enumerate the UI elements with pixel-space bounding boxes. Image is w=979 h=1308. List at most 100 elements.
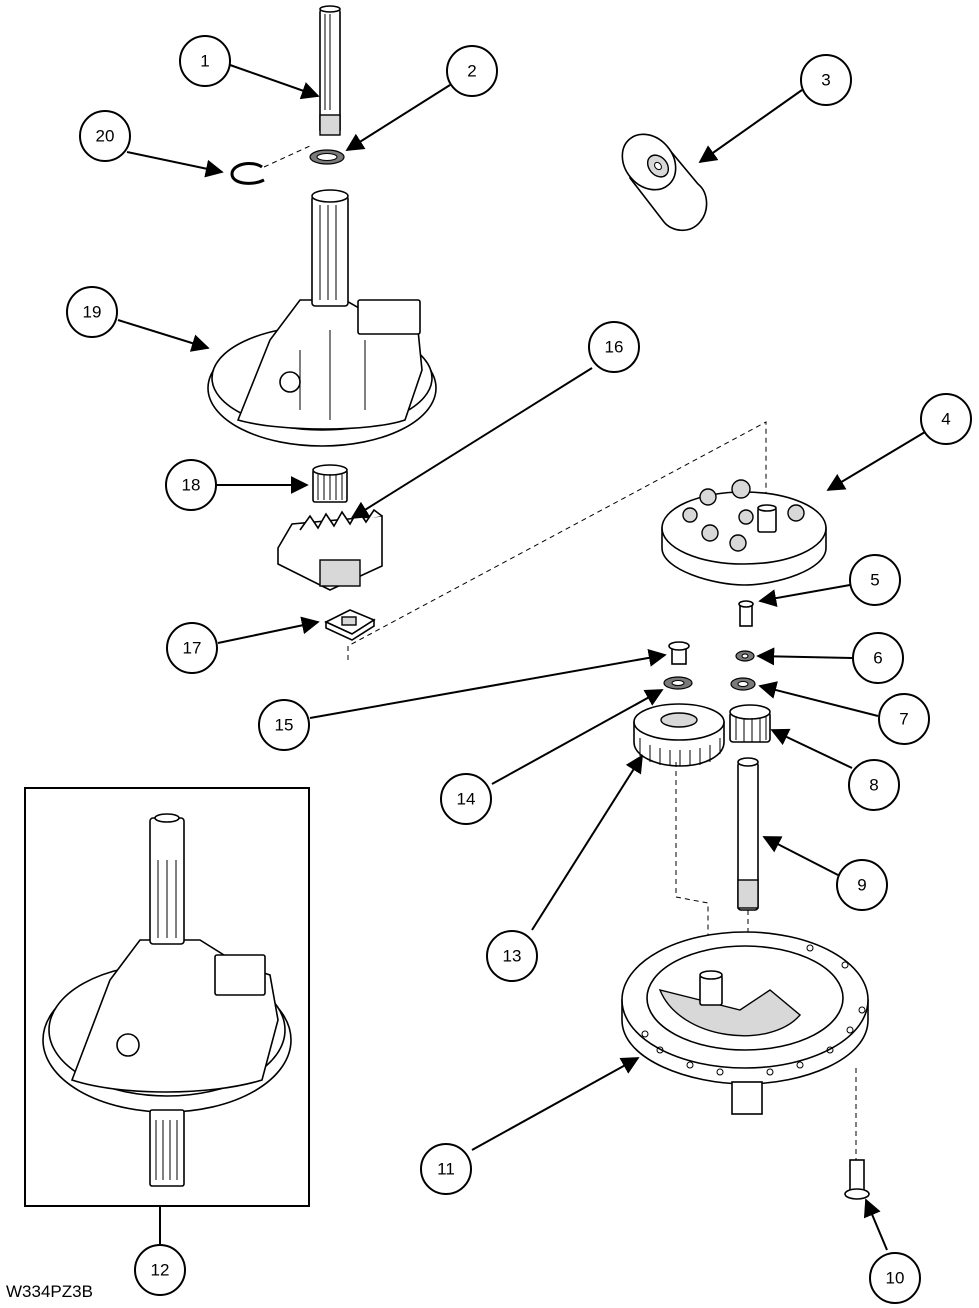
callout-7: 7	[878, 693, 930, 745]
callout-13: 13	[486, 930, 538, 982]
callout-label-1: 1	[200, 52, 209, 71]
callout-circle-17	[166, 622, 218, 674]
leader-line-11	[471, 1057, 640, 1151]
callout-circle-15	[258, 699, 310, 751]
shaft-part-1	[319, 5, 341, 136]
callout-6: 6	[852, 632, 904, 684]
gearcase-housing-part-11	[621, 931, 869, 1115]
drive-shaft-part-9	[737, 757, 759, 911]
callout-17: 17	[166, 622, 218, 674]
leader-line-2	[345, 84, 451, 151]
callout-label-8: 8	[869, 776, 878, 795]
gearcase-cover-part-19	[207, 189, 437, 447]
callout-18: 18	[165, 459, 217, 511]
callout-label-16: 16	[605, 338, 624, 357]
cylinder-part-3	[621, 133, 708, 232]
callout-circle-9	[836, 859, 888, 911]
callout-3: 3	[800, 54, 852, 106]
callout-4: 4	[920, 393, 972, 445]
pinion-gear-part-18	[312, 464, 348, 503]
callout-label-19: 19	[83, 303, 102, 322]
callout-label-17: 17	[183, 639, 202, 658]
callout-label-12: 12	[151, 1261, 170, 1280]
leader-line-3	[698, 89, 803, 164]
leader-line-20	[126, 151, 224, 178]
callout-circle-5	[849, 554, 901, 606]
slide-block-part-17	[324, 609, 376, 641]
leader-line-7	[758, 681, 879, 717]
callout-14: 14	[440, 773, 492, 825]
callout-circle-12	[134, 1244, 186, 1296]
callout-circle-8	[848, 759, 900, 811]
callout-label-10: 10	[886, 1269, 905, 1288]
callout-1: 1	[179, 35, 231, 87]
callout-circle-4	[920, 393, 972, 445]
callout-circle-20	[79, 110, 131, 162]
leader-line-10	[863, 1198, 888, 1251]
callout-label-3: 3	[821, 71, 830, 90]
callout-label-7: 7	[899, 710, 908, 729]
washer-part-14	[663, 676, 693, 690]
callout-circle-2	[446, 45, 498, 97]
callout-circle-7	[878, 693, 930, 745]
callout-15: 15	[258, 699, 310, 751]
callout-label-14: 14	[457, 790, 476, 809]
leader-line-4	[826, 431, 926, 491]
callout-12: 12	[134, 1244, 186, 1296]
leader-line-6	[756, 647, 853, 666]
callout-circle-18	[165, 459, 217, 511]
callout-label-11: 11	[437, 1160, 455, 1179]
leader-line-19	[117, 319, 210, 352]
leader-line-1	[229, 64, 320, 100]
leader-line-13	[531, 754, 643, 931]
callout-circle-11	[420, 1143, 472, 1195]
leader-line-5	[758, 584, 851, 608]
callout-circle-16	[588, 321, 640, 373]
callout-circle-10	[869, 1252, 921, 1304]
pin-part-5	[738, 600, 754, 627]
washer-part-6	[735, 650, 755, 662]
washer-part-2	[309, 149, 345, 165]
screw-part-15	[668, 641, 690, 665]
callout-label-13: 13	[503, 947, 522, 966]
leader-line-9	[762, 836, 839, 876]
callout-label-20: 20	[96, 127, 115, 146]
callout-circle-6	[852, 632, 904, 684]
callout-19: 19	[66, 286, 118, 338]
small-gear-part-8	[729, 704, 771, 743]
callout-label-9: 9	[857, 876, 866, 895]
diagram-code: W334PZ3B	[6, 1282, 93, 1301]
leader-line-16	[350, 367, 593, 519]
callout-label-18: 18	[182, 476, 201, 495]
rack-part-16	[277, 508, 383, 591]
gearcase-assembly-part-12	[42, 813, 292, 1187]
callout-5: 5	[849, 554, 901, 606]
washer-part-7	[730, 677, 756, 691]
leader-line-15	[309, 648, 667, 719]
callout-label-6: 6	[873, 649, 882, 668]
cam-pulley-part-4	[661, 479, 827, 586]
callout-circle-1	[179, 35, 231, 87]
callout-label-5: 5	[870, 571, 879, 590]
callout-label-4: 4	[941, 410, 950, 429]
leader-line-14	[491, 689, 664, 785]
callout-circle-19	[66, 286, 118, 338]
assembly-inset-box	[24, 787, 310, 1207]
callout-8: 8	[848, 759, 900, 811]
callout-circle-13	[486, 930, 538, 982]
callout-circle-3	[800, 54, 852, 106]
callout-2: 2	[446, 45, 498, 97]
callout-label-2: 2	[467, 62, 476, 81]
callout-label-15: 15	[275, 716, 294, 735]
retaining-clip-part-20	[230, 144, 313, 185]
callout-20: 20	[79, 110, 131, 162]
callout-16: 16	[588, 321, 640, 373]
bolt-part-10	[844, 1159, 870, 1200]
callout-9: 9	[836, 859, 888, 911]
large-gear-part-13	[633, 703, 725, 767]
leader-line-8	[770, 728, 853, 769]
callout-circle-14	[440, 773, 492, 825]
leader-line-17	[217, 616, 320, 644]
